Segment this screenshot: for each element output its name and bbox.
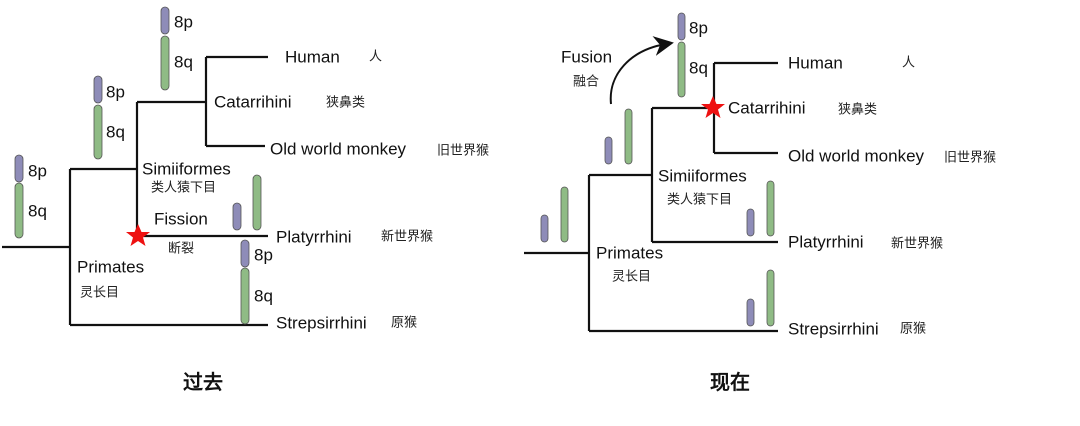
taxon-primates: Primates [77,258,144,277]
taxon-catarrhini-zh: 狭鼻类 [326,95,365,111]
panel-title-past: 过去 [183,370,223,394]
event-fission: Fission [154,210,208,229]
chromosome-catarrhini: 8p 8q [160,6,193,91]
taxon-human-zh: 人 [369,50,382,65]
chromosome-8p-arm [240,239,250,268]
event-fission-zh: 断裂 [168,242,194,257]
taxon-platyrrhini: Platyrrhini [276,228,352,247]
taxon-platyrrhini: Platyrrhini [788,233,864,252]
label-8q: 8q [174,53,193,72]
taxon-platyrrhini-zh: 新世界猴 [891,236,943,252]
chromosome-8p-arm [160,6,170,35]
chromosome-8p-fragment [232,202,242,231]
taxon-strepsirrhini-zh: 原猴 [391,316,417,331]
taxon-human: Human [788,54,843,73]
taxon-strepsirrhini: Strepsirrhini [788,320,879,339]
chromosome-fused: 8p 8q [677,12,708,98]
label-8p: 8p [174,13,193,32]
chromosome-p-fragment [746,208,755,237]
chromosome-fission-pair [232,174,262,231]
fission-star-icon [126,224,150,246]
chromosome-p-fragment [540,214,549,243]
chromosome-strepsirrhini-pair [746,269,775,327]
taxon-primates: Primates [596,244,663,263]
label-8p: 8p [106,83,125,102]
taxon-platyrrhini-zh: 新世界猴 [381,229,433,245]
taxon-simiiformes: Simiiformes [658,167,747,186]
tree-branches [2,55,268,327]
chromosome-8p-arm [677,12,686,41]
chromosome-q-fragment [766,269,775,327]
event-fusion: Fusion [561,48,612,67]
fusion-arrow-icon [609,36,674,105]
label-8p: 8p [28,162,47,181]
label-8q: 8q [254,287,273,306]
label-8p: 8p [689,19,708,38]
label-8q: 8q [28,202,47,221]
chromosome-8q-fragment [252,174,262,231]
taxon-catarrhini: Catarrihini [214,93,291,112]
chromosome-8p-arm [93,75,103,104]
chromosome-q-fragment [624,108,633,165]
chromosome-simiiformes-pair [604,108,633,165]
chromosome-q-fragment [560,186,569,243]
chromosome-8q-arm [240,267,250,325]
taxon-simiiformes: Simiiformes [142,160,231,179]
chromosome-8q-arm [14,182,24,239]
chromosome-platyrrhini-pair [746,180,775,237]
taxon-old-world-monkey: Old world monkey [270,140,407,159]
taxon-human-zh: 人 [902,56,915,71]
chromosome-q-fragment [766,180,775,237]
taxon-simiiformes-zh: 类人猿下目 [151,181,216,196]
past-tree: 8p 8q 8p 8q 8p 8q 8p 8q Human 人 Catarrih… [2,6,489,394]
taxon-catarrhini: Catarrihini [728,99,805,118]
label-8p: 8p [254,246,273,265]
taxon-strepsirrhini: Strepsirrhini [276,314,367,333]
chromosome-p-fragment [604,136,613,165]
taxon-simiiformes-zh: 类人猿下目 [667,193,732,208]
taxon-primates-zh: 灵长目 [80,286,119,301]
taxon-catarrhini-zh: 狭鼻类 [838,102,877,118]
chromosome-strepsirrhini: 8p 8q [240,239,273,325]
chromosome-p-fragment [746,298,755,327]
chromosome-8p-arm [14,154,24,183]
taxon-human: Human [285,48,340,67]
taxon-strepsirrhini-zh: 原猴 [900,322,926,337]
present-tree: Fusion 融合 8p 8q Human 人 Catarrihini 狭鼻类 … [524,12,996,394]
taxon-old-world-monkey-zh: 旧世界猴 [944,151,996,166]
chromosome-simiiformes: 8p 8q [93,75,125,160]
label-8q: 8q [106,123,125,142]
chromosome-8q-arm [677,41,686,98]
chromosome-8q-arm [160,35,170,91]
chromosome-root: 8p 8q [14,154,47,239]
chromosome-8q-arm [93,104,103,160]
panel-title-present: 现在 [710,370,750,394]
fusion-star-icon [701,96,725,118]
taxon-primates-zh: 灵长目 [612,270,651,285]
event-fusion-zh: 融合 [573,75,599,90]
label-8q: 8q [689,59,708,78]
chromosome-root-pair [540,186,569,243]
taxon-old-world-monkey-zh: 旧世界猴 [437,144,489,159]
taxon-old-world-monkey: Old world monkey [788,147,925,166]
